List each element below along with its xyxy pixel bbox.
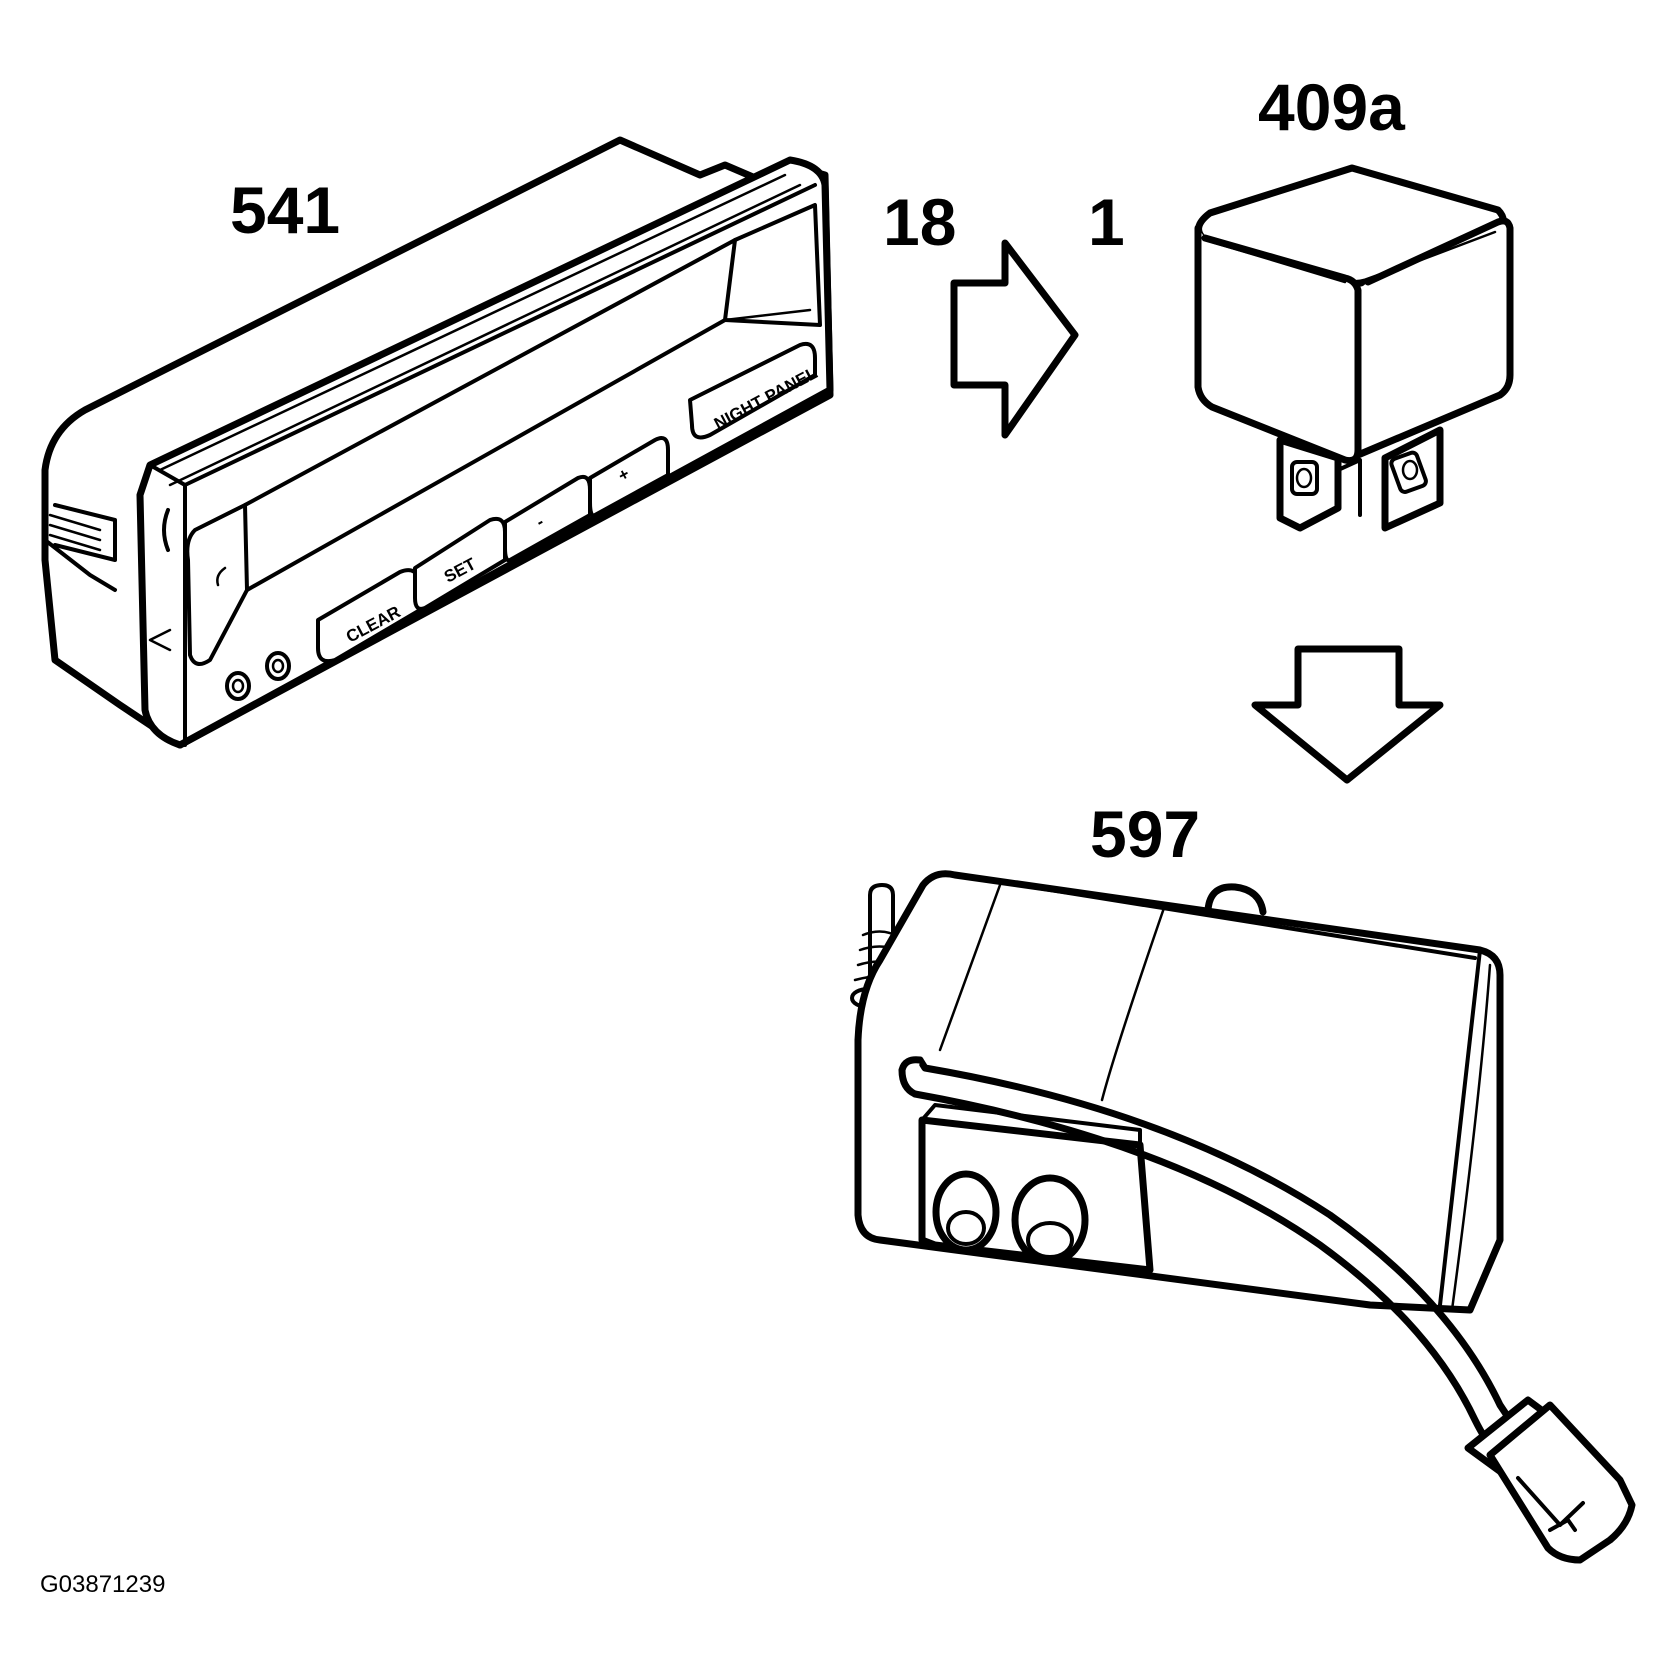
- figure-id: G03871239: [40, 1571, 165, 1598]
- callout-409a: 409a: [1258, 70, 1406, 144]
- callout-541: 541: [230, 173, 340, 247]
- pump-597: [850, 870, 1636, 1564]
- set-button[interactable]: SET: [413, 516, 507, 611]
- knob-left: [225, 671, 251, 701]
- callout-1: 1: [1088, 185, 1125, 259]
- knob-right: [265, 651, 291, 681]
- cable-connector: [1464, 1396, 1636, 1564]
- control-panel-541: CLEAR SET - + NIGHT PANEL: [41, 136, 834, 749]
- hollow-down-arrow-icon: [1251, 645, 1444, 784]
- port-right: [1011, 1174, 1089, 1266]
- hollow-right-arrow-icon: [950, 239, 1079, 439]
- callout-18: 18: [883, 185, 956, 259]
- callout-597: 597: [1090, 797, 1200, 871]
- port-left: [932, 1170, 1000, 1254]
- relay-409a: [1194, 164, 1514, 532]
- plus-button[interactable]: +: [588, 436, 670, 518]
- bracket-mark: [162, 508, 170, 552]
